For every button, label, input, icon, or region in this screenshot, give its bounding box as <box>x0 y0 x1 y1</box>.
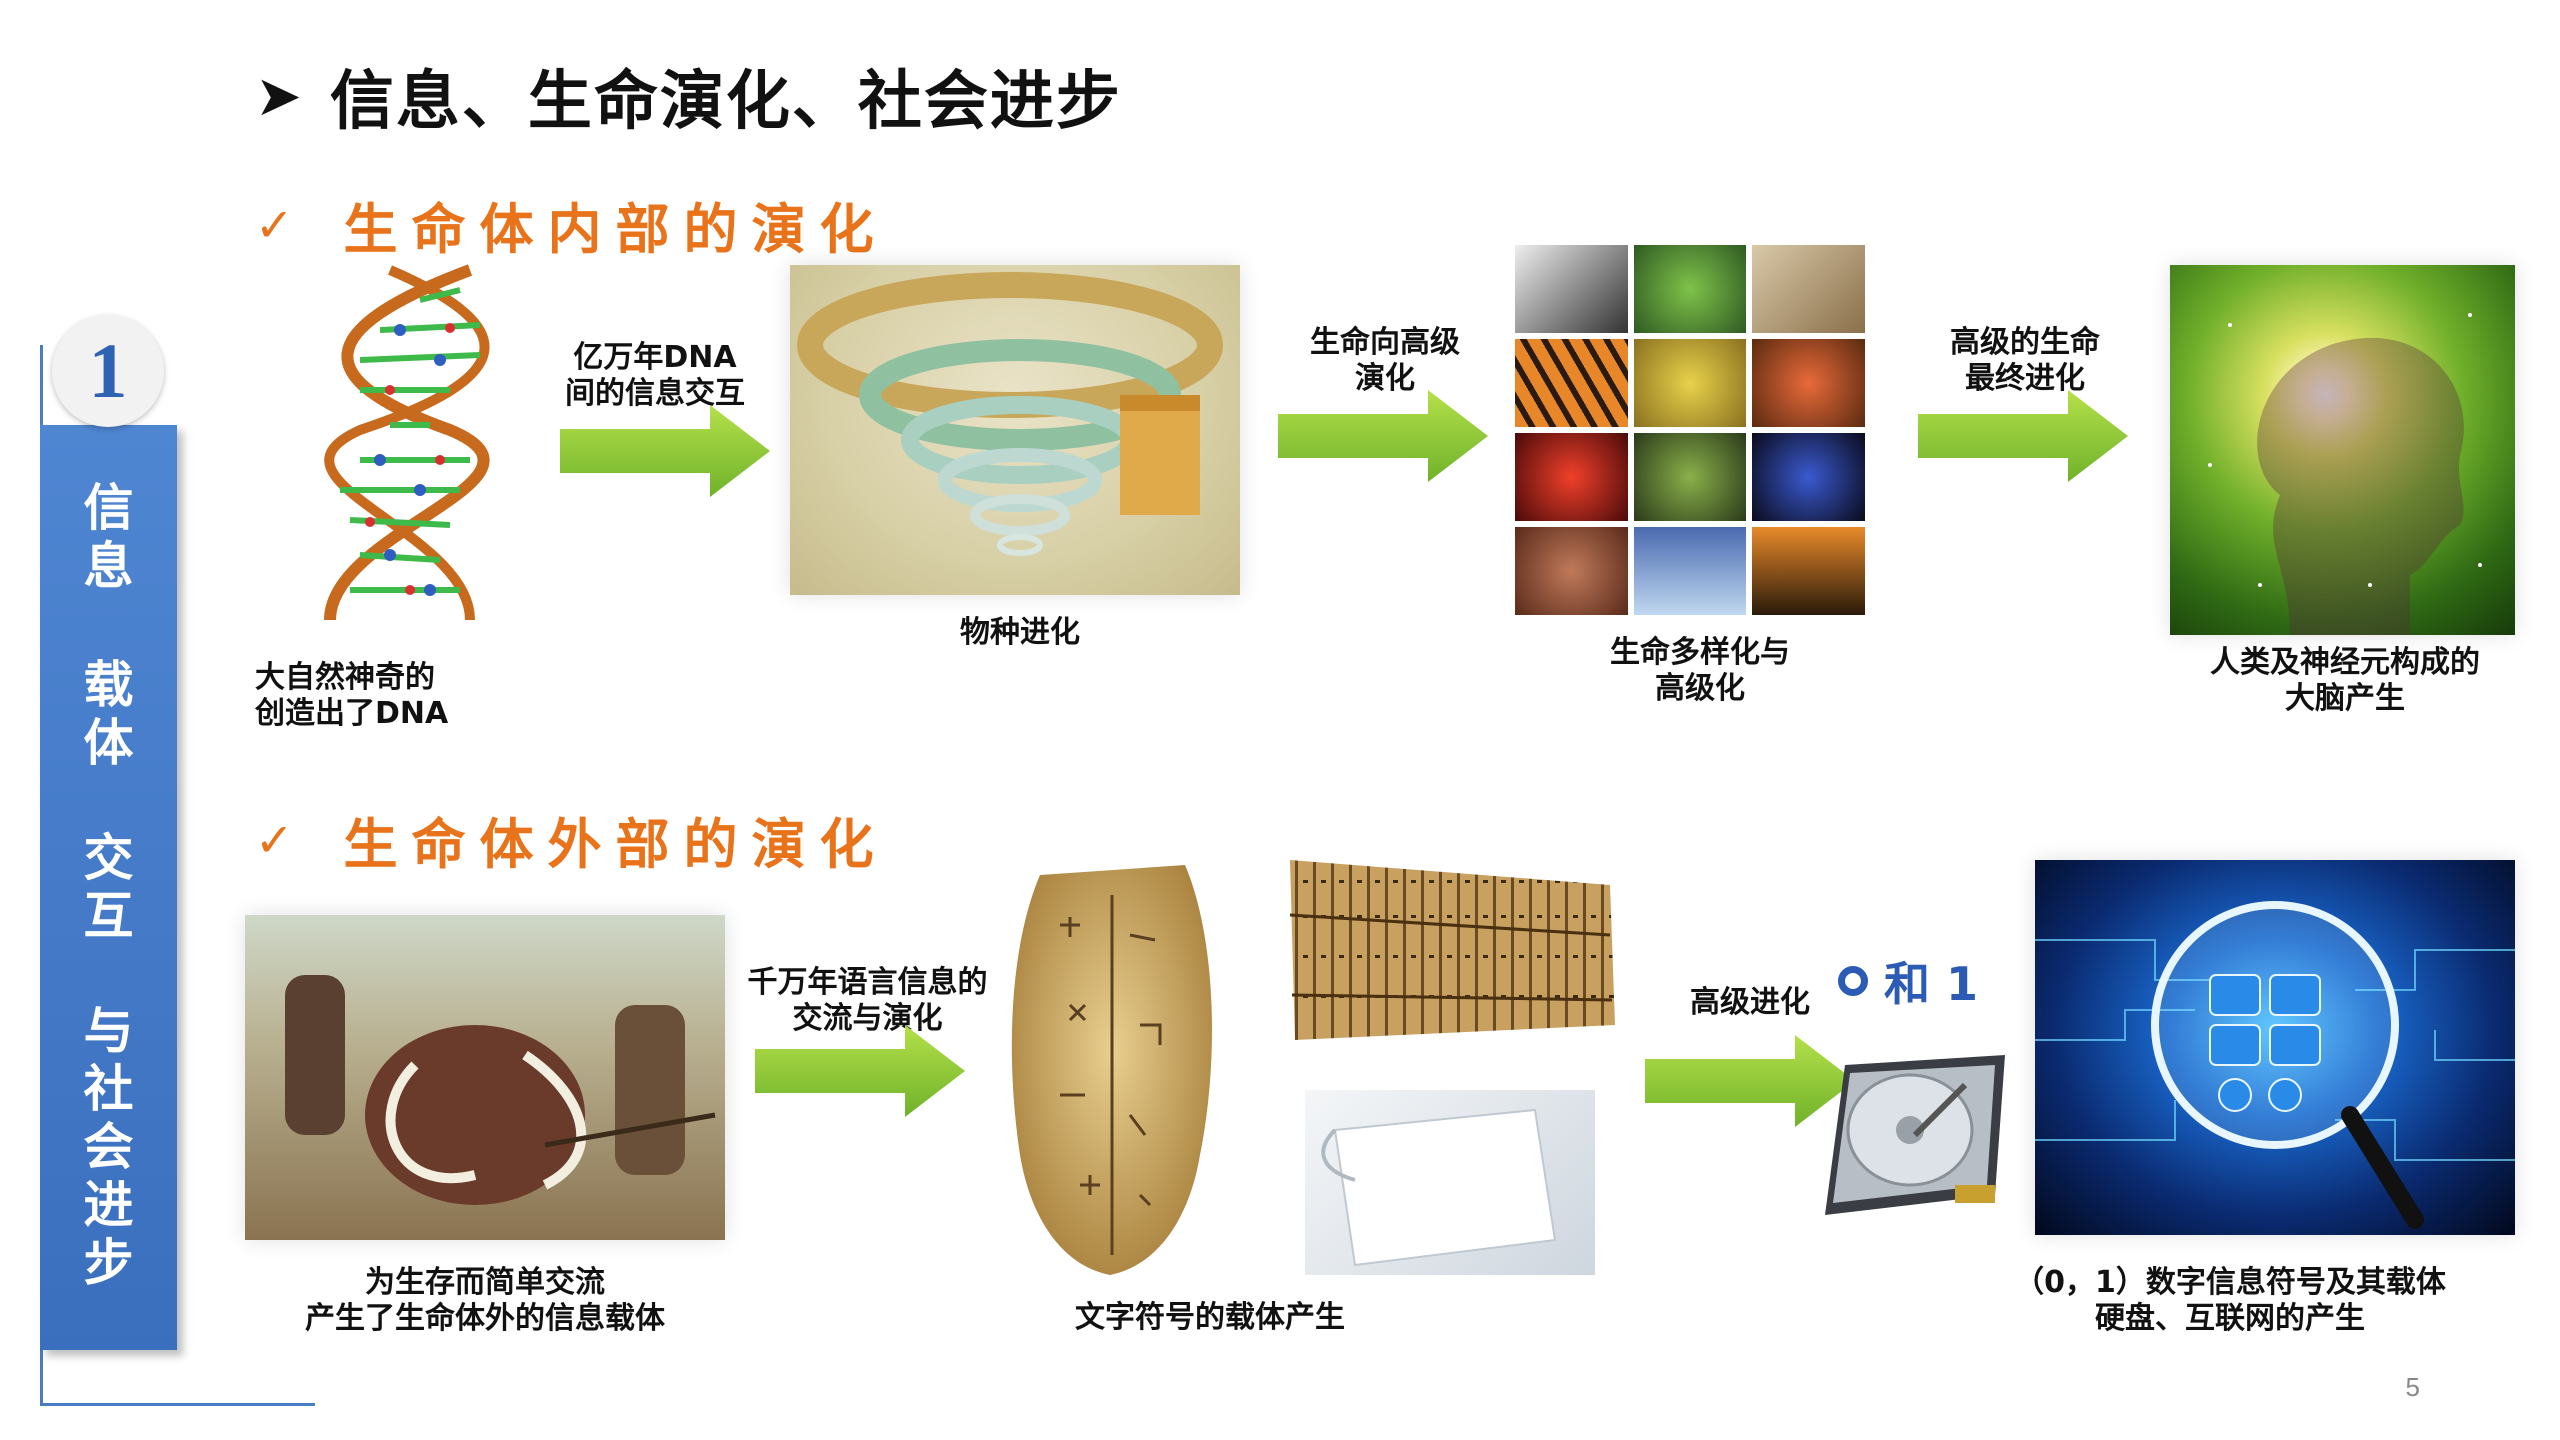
brain-caption: 人类及神经元构成的 大脑产生 <box>2210 645 2480 716</box>
sidebar-char: 会 <box>83 1118 134 1176</box>
grid-photo <box>1752 245 1865 333</box>
grid-photo <box>1515 433 1628 521</box>
sidebar-char: 步 <box>83 1234 134 1292</box>
sidebar-char: 载 <box>83 656 134 714</box>
page-title: ➤ 信息、生命演化、社会进步 <box>255 50 1122 142</box>
grid-photo <box>1752 433 1865 521</box>
grid-photo <box>1633 339 1747 427</box>
page-title-text: 信息、生命演化、社会进步 <box>329 65 1122 139</box>
arrow-bullet-icon: ➤ <box>255 63 304 129</box>
sidebar-char: 交 <box>83 829 134 887</box>
section-internal-title: ✓ 生命体内部的演化 <box>255 185 888 264</box>
arrow-label: 高级的生命 最终进化 <box>1950 325 2100 396</box>
hunt-caption: 为生存而简单交流 产生了生命体外的信息载体 <box>305 1265 665 1336</box>
footer-line <box>40 1403 315 1406</box>
grid-photo <box>1633 245 1747 333</box>
digital-caption: （0，1）数字信息符号及其载体 硬盘、互联网的产生 <box>2014 1265 2446 1336</box>
section-external-title: ✓ 生命体外部的演化 <box>255 800 888 879</box>
arrow-label: 生命向高级 演化 <box>1310 325 1460 396</box>
grid-photo <box>1515 245 1628 333</box>
hard-drive-image <box>1815 1045 2015 1235</box>
sidebar-char: 社 <box>83 1060 134 1118</box>
green-arrow-icon <box>755 1025 965 1117</box>
grid-photo <box>1515 339 1628 427</box>
section-internal-text: 生命体内部的演化 <box>343 198 888 261</box>
section-external-text: 生命体外部的演化 <box>343 813 888 876</box>
bamboo-slips-image <box>1280 855 1625 1045</box>
green-arrow-icon <box>1918 390 2128 482</box>
brain-neurons-image <box>2170 265 2515 635</box>
green-arrow-icon <box>1278 390 1488 482</box>
sidebar-char: 信 <box>83 479 134 537</box>
grid-photo <box>1752 527 1865 615</box>
check-icon: ✓ <box>255 197 308 252</box>
grid-photo <box>1515 527 1628 615</box>
grid-photo <box>1633 433 1747 521</box>
diversity-caption: 生命多样化与 高级化 <box>1610 635 1790 706</box>
species-evolution-image <box>790 265 1240 595</box>
grid-photo <box>1633 527 1747 615</box>
page-number: 5 <box>2405 1372 2420 1402</box>
arrow-label: 千万年语言信息的 交流与演化 <box>747 965 988 1036</box>
dna-illustration <box>270 260 520 630</box>
sidebar-panel: 信 息 载 体 交 互 与 社 会 进 步 <box>40 425 177 1350</box>
writing-caption: 文字符号的载体产生 <box>1075 1300 1345 1335</box>
binary-label: 和 1 <box>1838 948 1978 1014</box>
sidebar-char: 互 <box>83 887 134 945</box>
green-arrow-icon <box>560 405 770 497</box>
sidebar-char: 进 <box>83 1176 134 1234</box>
arrow-label: 高级进化 <box>1690 985 1810 1020</box>
biodiversity-grid <box>1515 245 1865 615</box>
green-arrow-icon <box>1645 1035 1855 1127</box>
badge-number: 1 <box>88 327 128 414</box>
digital-network-image <box>2035 860 2515 1235</box>
sidebar-char: 与 <box>83 1002 134 1060</box>
sidebar-char: 体 <box>83 714 134 772</box>
species-caption: 物种进化 <box>960 615 1080 650</box>
oracle-bone-image <box>1000 855 1225 1280</box>
check-icon: ✓ <box>255 812 308 867</box>
grid-photo <box>1752 339 1865 427</box>
dna-caption: 大自然神奇的 创造出了DNA <box>255 660 449 731</box>
section-number-badge: 1 <box>52 315 164 427</box>
sidebar-char: 息 <box>83 537 134 595</box>
paper-image <box>1305 1090 1595 1275</box>
arrow-label: 亿万年DNA 间的信息交互 <box>565 340 745 411</box>
prehistoric-hunt-image <box>245 915 725 1240</box>
zero-digit-icon <box>1838 966 1868 996</box>
